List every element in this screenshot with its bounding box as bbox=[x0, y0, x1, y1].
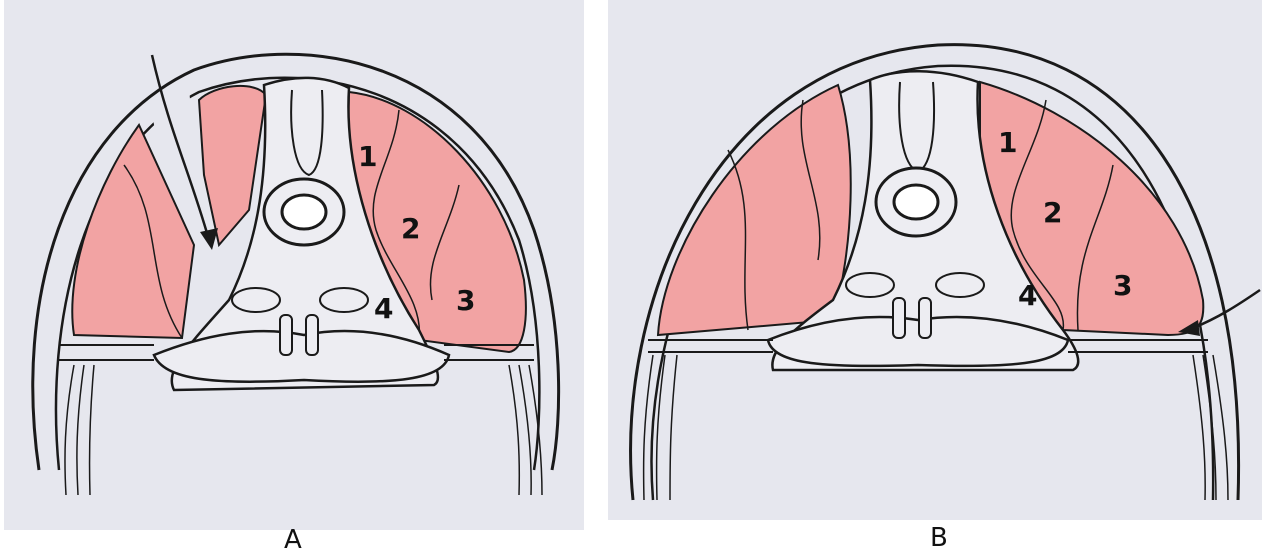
label-1: 1 bbox=[998, 126, 1017, 159]
label-4: 4 bbox=[374, 292, 393, 325]
panel-b: 1 2 3 4 bbox=[608, 0, 1262, 520]
caption-a: A bbox=[284, 525, 302, 555]
label-3: 3 bbox=[1113, 269, 1132, 302]
diagram-b: 1 2 3 4 bbox=[608, 0, 1262, 520]
diagram-a: 1 2 3 4 bbox=[4, 0, 584, 530]
panel-a: 1 2 3 4 bbox=[4, 0, 584, 530]
label-2: 2 bbox=[1043, 196, 1062, 229]
label-1: 1 bbox=[358, 140, 377, 173]
label-3: 3 bbox=[456, 284, 475, 317]
caption-b: B bbox=[930, 523, 948, 553]
label-4: 4 bbox=[1018, 279, 1037, 312]
label-2: 2 bbox=[401, 212, 420, 245]
